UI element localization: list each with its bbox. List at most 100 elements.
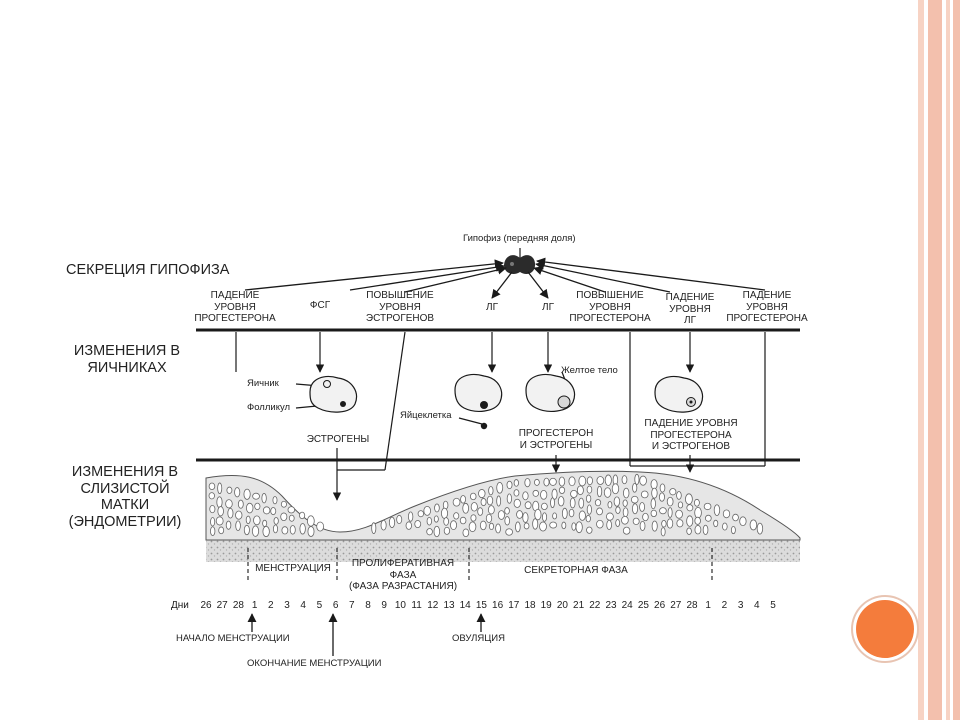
endometrial-gland bbox=[496, 481, 504, 494]
endometrial-gland bbox=[694, 516, 701, 525]
endometrial-gland bbox=[713, 519, 719, 528]
day-tick-label: 14 bbox=[459, 600, 471, 611]
endometrial-gland bbox=[270, 507, 277, 516]
phase-menstruation: МЕНСТРУАЦИЯ bbox=[250, 563, 336, 575]
endometrial-gland bbox=[251, 525, 260, 537]
label-follicle: Фолликул bbox=[247, 402, 291, 413]
endometrial-gland bbox=[272, 496, 278, 505]
endometrial-gland bbox=[272, 524, 279, 534]
endometrial-gland bbox=[287, 506, 296, 514]
endometrial-gland bbox=[606, 512, 614, 521]
border-stripe bbox=[928, 0, 942, 720]
phase-markers bbox=[247, 548, 713, 583]
endometrial-gland bbox=[730, 526, 736, 535]
endometrial-gland bbox=[496, 495, 502, 507]
endometrial-gland bbox=[273, 517, 279, 525]
slide-border bbox=[918, 0, 960, 720]
endometrial-gland bbox=[523, 522, 530, 530]
endometrial-gland bbox=[479, 520, 487, 531]
endometrial-gland bbox=[632, 503, 639, 515]
endometrial-gland bbox=[586, 526, 593, 534]
endometrial-gland bbox=[433, 515, 439, 523]
event-arrows bbox=[247, 613, 486, 656]
label-line: ПАДЕНИЕ bbox=[742, 290, 792, 301]
endometrial-gland bbox=[513, 489, 520, 497]
endometrial-gland bbox=[441, 507, 449, 519]
endometrial-gland bbox=[570, 489, 578, 498]
endometrial-gland bbox=[469, 492, 477, 501]
endometrial-gland bbox=[541, 502, 548, 511]
endometrial-gland bbox=[541, 512, 548, 522]
day-tick-label: 19 bbox=[540, 600, 552, 611]
day-tick-label: 28 bbox=[232, 600, 244, 611]
endometrial-gland bbox=[568, 508, 575, 518]
endometrial-gland bbox=[686, 504, 694, 512]
endometrial-gland bbox=[534, 508, 542, 521]
endometrial-gland bbox=[316, 521, 325, 532]
label-line: ПРОГЕСТЕРОНА bbox=[726, 313, 808, 324]
endometrial-gland bbox=[506, 480, 513, 490]
section-line: ИЗМЕНЕНИЯ В bbox=[73, 343, 181, 359]
day-tick-label: 5 bbox=[770, 600, 776, 611]
endometrial-gland bbox=[450, 520, 458, 531]
endometrial-gland bbox=[299, 523, 306, 535]
label-ovary: Яичник bbox=[247, 378, 279, 389]
endometrial-gland bbox=[534, 478, 540, 486]
endometrial-gland bbox=[506, 493, 512, 504]
endometrial-gland bbox=[603, 487, 612, 498]
day-tick-label: 27 bbox=[216, 600, 228, 611]
label-line: ПРОГЕСТЕРОНА bbox=[194, 313, 276, 324]
label-lh-1: ЛГ bbox=[486, 302, 498, 313]
label-line: ПРОГЕСТЕРОН bbox=[518, 428, 594, 439]
day-tick-label: 4 bbox=[754, 600, 760, 611]
label-line: ПОВЫШЕНИЕ bbox=[366, 290, 434, 301]
day-tick-label: 21 bbox=[573, 600, 585, 611]
endometrial-gland bbox=[722, 509, 731, 519]
section-line: (ЭНДОМЕТРИИ) bbox=[68, 514, 182, 531]
endometrial-gland bbox=[622, 507, 629, 518]
endometrial-gland bbox=[604, 474, 612, 486]
endometrial-gland bbox=[254, 502, 261, 511]
day-tick-label: 26 bbox=[200, 600, 212, 611]
endometrial-gland bbox=[423, 505, 431, 516]
endometrial-gland bbox=[632, 517, 640, 526]
endometrial-gland bbox=[262, 525, 270, 538]
endometrial-gland bbox=[634, 473, 640, 485]
arrow-progesterone-fall bbox=[244, 259, 504, 291]
day-tick-label: 7 bbox=[349, 600, 355, 611]
endometrial-gland bbox=[739, 516, 747, 527]
endometrial-gland bbox=[522, 512, 529, 523]
day-tick-label: 22 bbox=[589, 600, 601, 611]
label-line: ПАДЕНИЕ УРОВНЯ bbox=[644, 418, 738, 429]
day-tick-label: 23 bbox=[605, 600, 617, 611]
label-egg: Яйцеклетка bbox=[400, 410, 452, 421]
endometrial-gland bbox=[575, 521, 583, 534]
endometrial-gland bbox=[280, 500, 287, 508]
endometrial-gland bbox=[460, 495, 467, 504]
ovary-icon bbox=[654, 375, 704, 413]
endometrial-gland bbox=[208, 482, 216, 491]
endometrial-gland bbox=[632, 482, 638, 493]
ovary-connectors bbox=[235, 331, 766, 501]
endometrial-gland bbox=[237, 499, 244, 509]
endometrial-gland bbox=[686, 515, 694, 527]
endometrial-gland bbox=[539, 521, 547, 532]
endometrial-gland bbox=[426, 528, 433, 536]
endometrial-gland bbox=[453, 512, 460, 520]
section-line: ЯИЧНИКАХ bbox=[87, 359, 167, 376]
endometrial-gland bbox=[452, 497, 461, 507]
endometrial-gland bbox=[243, 524, 250, 536]
endometrial-gland bbox=[417, 510, 425, 518]
day-tick-label: 4 bbox=[300, 600, 306, 611]
label-line: И ЭСТРОГЕНЫ bbox=[519, 439, 593, 451]
endometrial-gland bbox=[497, 510, 505, 520]
day-tick-label: 28 bbox=[686, 600, 698, 611]
endometrial-gland bbox=[226, 486, 233, 494]
endometrial-gland bbox=[513, 498, 521, 508]
endometrial-gland bbox=[234, 487, 241, 498]
endometrial-gland bbox=[651, 520, 658, 532]
day-tick-label: 8 bbox=[365, 600, 371, 611]
arrow-fsh bbox=[349, 262, 505, 291]
label-fsh: ФСГ bbox=[309, 300, 331, 311]
day-tick-label: 6 bbox=[332, 600, 339, 611]
